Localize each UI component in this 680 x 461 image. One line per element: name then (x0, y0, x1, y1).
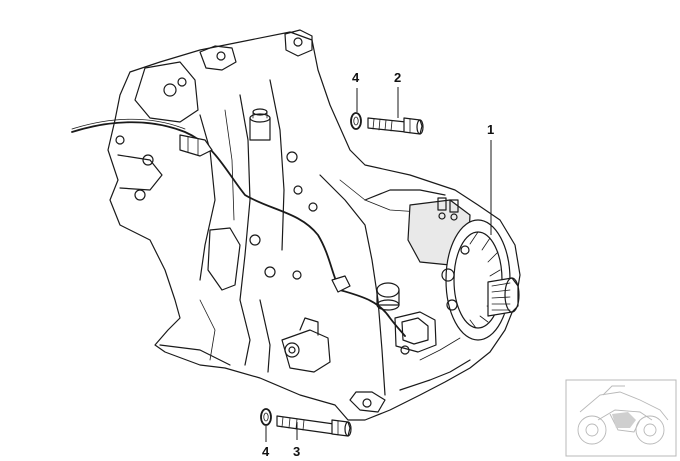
callout-leaders (265, 87, 492, 442)
bolt-part-3[interactable] (276, 415, 352, 437)
callout-2[interactable]: 2 (394, 70, 401, 85)
washer-part-4-upper[interactable] (350, 112, 362, 130)
hex-bolt-icon (276, 415, 352, 437)
washer-part-4-lower[interactable] (260, 408, 272, 426)
motorcycle-thumbnail-icon (577, 385, 669, 445)
gearbox-assembly-icon[interactable] (71, 29, 521, 421)
washer-ring-icon (350, 112, 362, 130)
bolt-part-2[interactable] (367, 117, 424, 135)
washer-ring-icon (260, 408, 272, 426)
vehicle-thumbnail[interactable] (565, 379, 677, 457)
callout-4-upper[interactable]: 4 (352, 70, 360, 85)
hex-bolt-icon (367, 117, 424, 135)
callout-4-lower[interactable]: 4 (262, 444, 270, 459)
callout-3[interactable]: 3 (293, 444, 300, 459)
callout-1[interactable]: 1 (487, 122, 494, 137)
